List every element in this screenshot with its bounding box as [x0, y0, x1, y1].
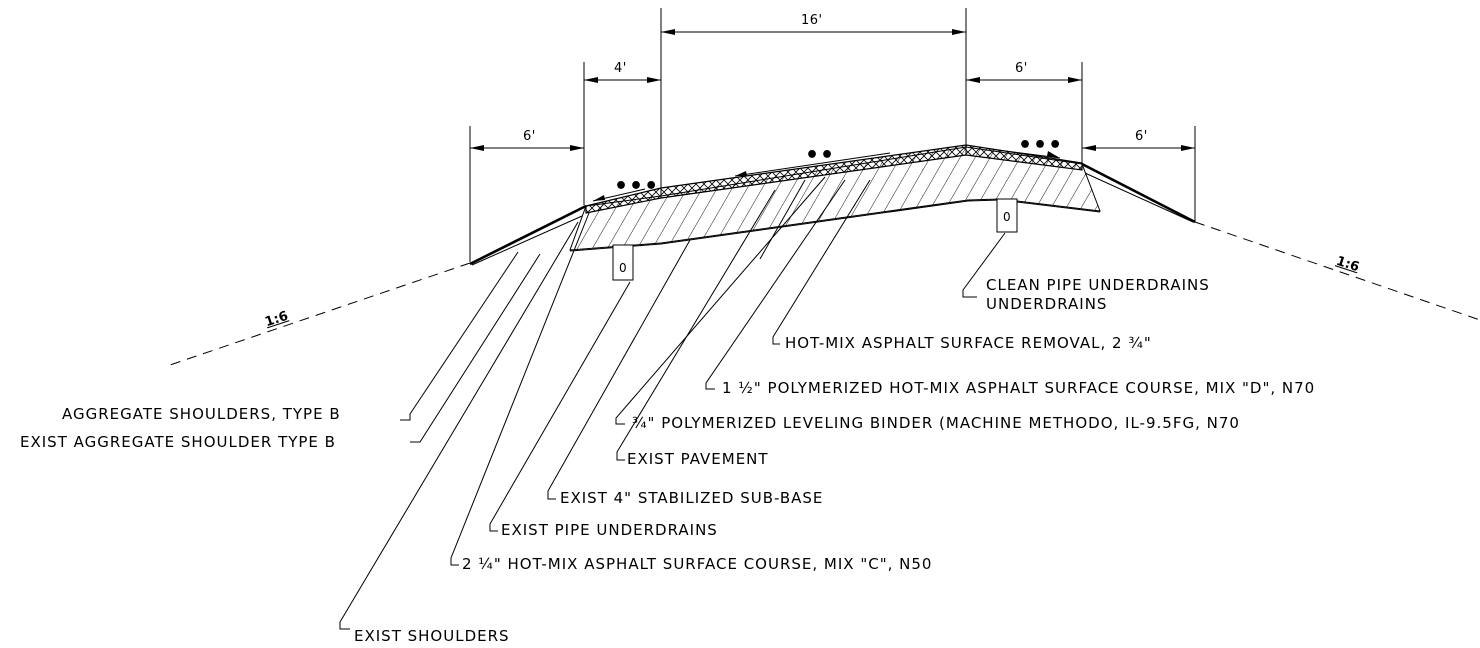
dot-mark-left: •••: [614, 174, 660, 199]
dim-4ft: 4': [614, 61, 627, 76]
new-surface-course: [585, 144, 1083, 214]
dim-6ft-right-top: 6': [1015, 61, 1028, 76]
dot-mark-right: •••: [1018, 133, 1064, 158]
leader-lines: [339, 176, 1006, 630]
right-pipe-underdrain: [996, 198, 1018, 233]
callout-hma-surface-course-c: 2 ¼" HOT-MIX ASPHALT SURFACE COURSE, MIX…: [462, 555, 933, 573]
left-shoulder-slope-lower: [471, 215, 583, 266]
ground-line-right: [1194, 221, 1480, 321]
callout-exist-aggregate-shoulder: EXIST AGGREGATE SHOULDER TYPE B: [20, 433, 336, 451]
slope-arrows: [592, 148, 1061, 202]
dim-6ft-left: 6': [523, 129, 536, 144]
dimension-lines: [469, 8, 1196, 262]
callout-exist-pipe-underdrains: EXIST PIPE UNDERDRAINS: [501, 521, 718, 539]
left-shoulder-slope: [469, 204, 587, 266]
callout-leveling-binder: ¾" POLYMERIZED LEVELING BINDER (MACHINE …: [632, 414, 1240, 432]
callout-aggregate-shoulders-type-b: AGGREGATE SHOULDERS, TYPE B: [62, 405, 341, 423]
right-shoulder-slope: [1081, 162, 1196, 224]
callout-polymerized-surface-course: 1 ½" POLYMERIZED HOT-MIX ASPHALT SURFACE…: [722, 379, 1316, 397]
callout-exist-shoulders: EXIST SHOULDERS: [354, 627, 510, 645]
ground-line-left: [169, 262, 471, 366]
right-shoulder-slope-lower: [1084, 172, 1194, 223]
pipe-mark-left: 0: [619, 261, 628, 275]
callout-exist-pavement: EXIST PAVEMENT: [627, 450, 769, 468]
callout-clean-pipe-underdrains: UNDERDRAINS: [986, 295, 1108, 313]
callout-hma-surface-removal: HOT-MIX ASPHALT SURFACE REMOVAL, 2 ¾": [785, 334, 1152, 352]
pipe-mark-right: 0: [1003, 210, 1012, 224]
callout-clean-pipe: CLEAN PIPE UNDERDRAINS: [986, 276, 1210, 294]
dot-mark-center: ••: [805, 143, 836, 168]
callout-exist-subbase: EXIST 4" STABILIZED SUB-BASE: [560, 489, 824, 507]
dim-6ft-right: 6': [1135, 129, 1148, 144]
left-pipe-underdrain: [612, 244, 634, 281]
dim-16ft: 16': [801, 13, 823, 28]
